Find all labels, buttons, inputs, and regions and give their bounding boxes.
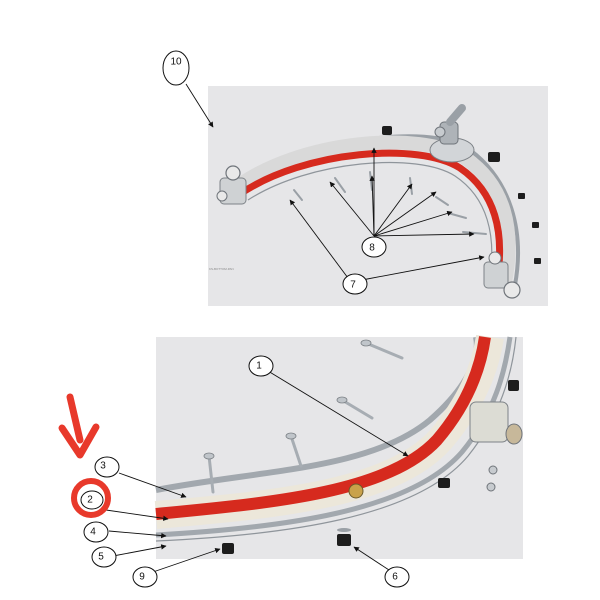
- callout-top-7: 7: [342, 273, 368, 295]
- top-center-clamp-assembly: [429, 104, 475, 163]
- top-inner-edge: [247, 161, 493, 279]
- bottom-center-nut: [348, 483, 364, 499]
- bottom-exploded-bolts: [207, 341, 404, 494]
- highlight-circle-callout-2: [71, 478, 111, 518]
- callout-bottom-2: 2: [80, 490, 104, 510]
- svg-text:3: 3: [100, 461, 106, 472]
- callout-bottom-5: 5: [91, 546, 117, 568]
- callout-bottom-9: 9: [132, 566, 158, 588]
- callout-top-10: 10: [162, 50, 190, 86]
- callout-bottom-6: 6: [384, 566, 410, 588]
- svg-text:1: 1: [256, 361, 262, 372]
- top-figure: KS-BOTTOM-PAN 10 8 7: [162, 50, 548, 306]
- bottom-red-seal-strip: [155, 336, 491, 520]
- svg-text:7: 7: [350, 280, 356, 291]
- svg-text:9: 9: [139, 572, 145, 583]
- top-right-hinge: [483, 251, 521, 299]
- top-black-knobs: [382, 126, 541, 264]
- callout-top-8: 8: [361, 236, 387, 258]
- bottom-black-knobs: [222, 528, 351, 554]
- bottom-leader-lines: [105, 370, 409, 573]
- svg-text:6: 6: [392, 572, 398, 583]
- callout-bottom-1: 1: [248, 355, 274, 377]
- svg-text:5: 5: [98, 552, 104, 563]
- top-left-hinge: [216, 165, 247, 205]
- bottom-figure: 1 3 2 4 5 9 6: [58, 334, 523, 588]
- callout-bottom-4: 4: [83, 521, 109, 543]
- svg-text:10: 10: [170, 57, 182, 68]
- bottom-right-casting: [438, 380, 523, 492]
- top-watermark: KS-BOTTOM-PAN: [209, 267, 234, 271]
- top-leader-lines: [185, 83, 485, 281]
- svg-text:8: 8: [369, 243, 375, 254]
- svg-text:2: 2: [87, 495, 93, 506]
- down-arrow-indicator: [58, 393, 100, 459]
- bottom-inner-ring: [155, 336, 513, 538]
- top-red-seal-strip: [238, 149, 504, 281]
- callout-bottom-3: 3: [94, 456, 120, 478]
- bottom-bolt-heads: [203, 339, 372, 460]
- svg-text:4: 4: [90, 527, 96, 538]
